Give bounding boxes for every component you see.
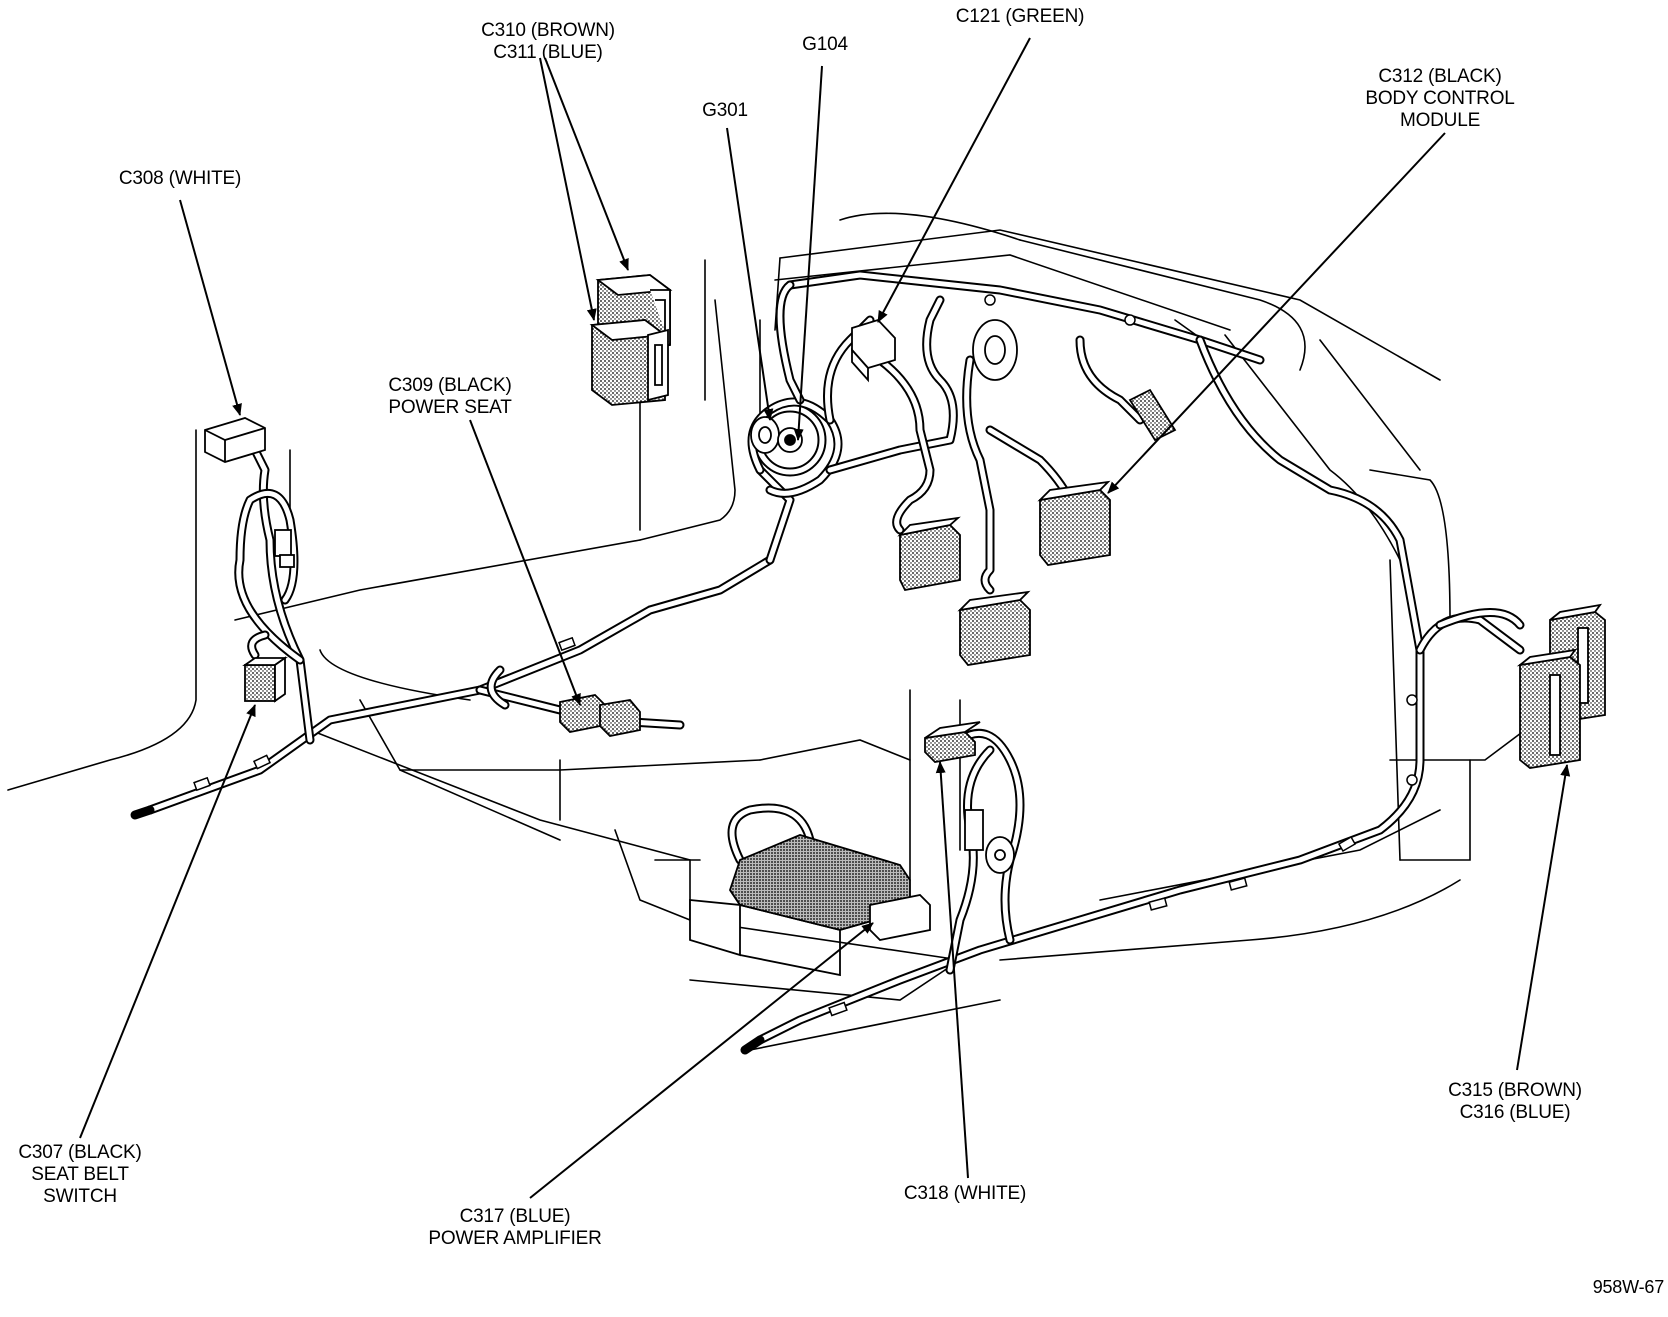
label-line: C307 (BLACK) bbox=[18, 1142, 142, 1163]
label-line: POWER SEAT bbox=[388, 397, 512, 418]
label-line: BODY CONTROL bbox=[1365, 88, 1515, 109]
label-line: C309 (BLACK) bbox=[388, 375, 512, 396]
label-line: C316 (BLUE) bbox=[1459, 1102, 1571, 1123]
label-c310-c311: C310 (BROWN) C311 (BLUE) bbox=[468, 20, 628, 64]
label-line: C310 (BROWN) bbox=[481, 20, 615, 41]
leader-arrows bbox=[79, 37, 1571, 1199]
label-line: G104 bbox=[802, 34, 848, 55]
figure-id: 958W-67 bbox=[1560, 1276, 1665, 1298]
label-line: SEAT BELT bbox=[31, 1164, 129, 1185]
label-line: MODULE bbox=[1399, 110, 1481, 131]
figure-id-text: 958W-67 bbox=[1592, 1277, 1665, 1297]
label-line: C311 (BLUE) bbox=[493, 42, 603, 63]
label-line: C315 (BROWN) bbox=[1448, 1080, 1582, 1101]
label-line: POWER AMPLIFIER bbox=[428, 1228, 602, 1249]
connectors bbox=[204, 274, 1606, 977]
label-line: G301 bbox=[702, 100, 748, 121]
label-c318: C318 (WHITE) bbox=[880, 1183, 1050, 1205]
label-line: C308 (WHITE) bbox=[118, 168, 242, 189]
label-c315-c316: C315 (BROWN) C316 (BLUE) bbox=[1430, 1080, 1600, 1124]
label-line: C312 (BLACK) bbox=[1378, 66, 1502, 87]
label-c308: C308 (WHITE) bbox=[95, 168, 265, 190]
label-c312: C312 (BLACK) BODY CONTROL MODULE bbox=[1340, 66, 1540, 132]
label-g104: G104 bbox=[780, 34, 870, 56]
wiring-harness bbox=[130, 270, 1525, 1055]
vehicle-body-outline bbox=[7, 212, 1526, 1051]
label-c309: C309 (BLACK) POWER SEAT bbox=[365, 375, 535, 419]
label-c307: C307 (BLACK) SEAT BELT SWITCH bbox=[0, 1142, 160, 1208]
label-line: SWITCH bbox=[43, 1186, 117, 1207]
label-g301: G301 bbox=[680, 100, 770, 122]
label-line: C121 (GREEN) bbox=[955, 6, 1085, 27]
label-c317: C317 (BLUE) POWER AMPLIFIER bbox=[410, 1206, 620, 1250]
label-c121: C121 (GREEN) bbox=[935, 6, 1105, 28]
label-line: C318 (WHITE) bbox=[903, 1183, 1027, 1204]
label-line: C317 (BLUE) bbox=[459, 1206, 571, 1227]
harness-clips bbox=[193, 294, 1418, 1017]
